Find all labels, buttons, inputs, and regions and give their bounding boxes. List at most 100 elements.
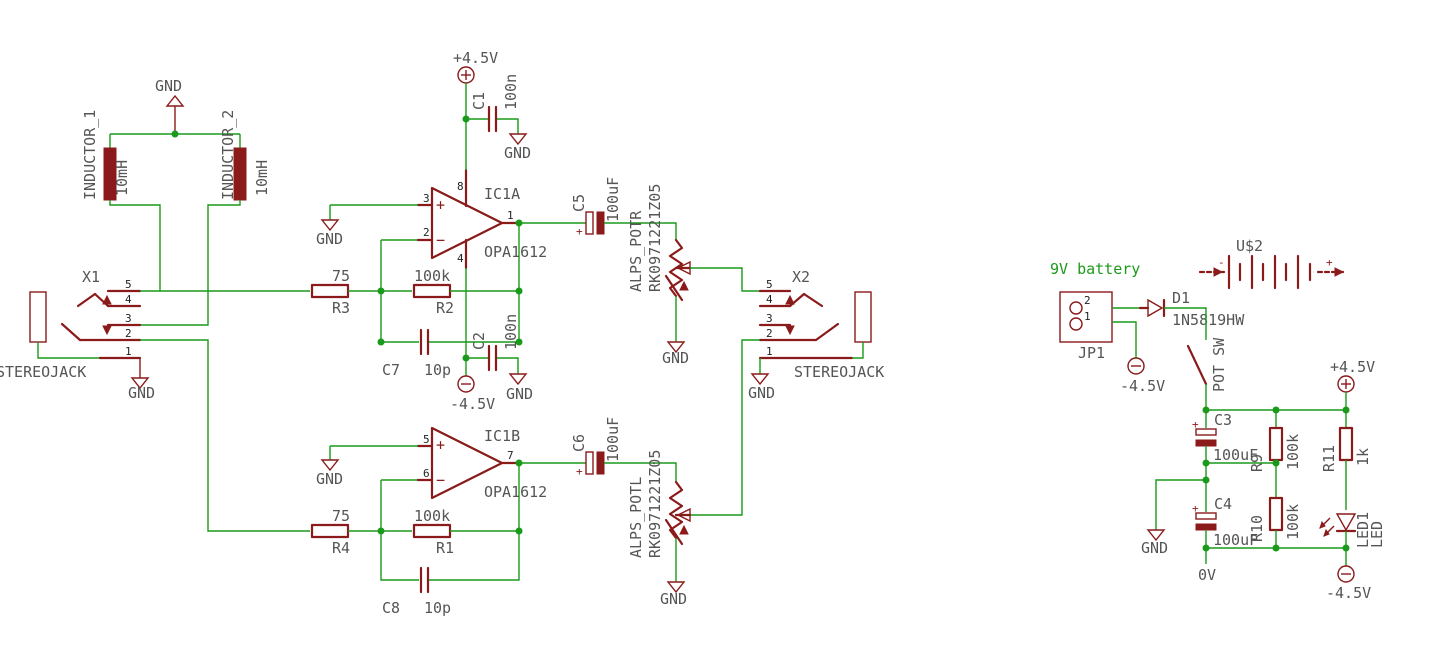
- svg-text:+: +: [576, 465, 583, 478]
- ic1a-pin8: 8: [457, 180, 464, 193]
- capacitor-c1: C1 100n: [470, 74, 520, 133]
- gnd-label: GND: [660, 590, 687, 608]
- potl-part: RK0971221Z05: [646, 450, 664, 558]
- x1-pin3: 3: [125, 312, 132, 325]
- diode-d1: D1 1N5819HW: [1138, 289, 1245, 329]
- capacitor-c6: + C6 100uF: [570, 417, 622, 478]
- led1-type: LED: [1368, 521, 1386, 548]
- pos-rail-top: +4.5V: [453, 49, 498, 84]
- jp1-pin2: 2: [1084, 294, 1091, 307]
- capacitor-c4: + C4 100uF: [1192, 495, 1258, 549]
- c7-label: C7: [382, 361, 400, 379]
- r9-label: R9: [1248, 454, 1266, 472]
- svg-text:−: −: [436, 231, 445, 249]
- x1-pin2: 2: [125, 327, 132, 340]
- led-led1: LED1 LED: [1319, 512, 1386, 548]
- svg-text:+: +: [436, 196, 445, 214]
- ic1a-part: OPA1612: [484, 243, 547, 261]
- jp1-label: JP1: [1078, 344, 1105, 362]
- capacitor-c2: C2 100n: [470, 314, 520, 372]
- x2-pin3: 3: [766, 312, 773, 325]
- c5-value: 100uF: [604, 177, 622, 222]
- inductor2-name: INDUCTOR_2: [219, 110, 237, 200]
- gnd-label: GND: [316, 230, 343, 248]
- ic1a-pin1: 1: [507, 209, 514, 222]
- gnd-label: GND: [662, 349, 689, 367]
- zero-v-label: 0V: [1198, 566, 1216, 584]
- pos-rail-right: +4.5V: [1330, 358, 1375, 393]
- svg-text:+: +: [1326, 256, 1333, 269]
- x2-stereojack-label: STEREOJACK: [794, 363, 884, 381]
- r11-label: R11: [1320, 445, 1338, 472]
- svg-text:+: +: [576, 225, 583, 238]
- stereojack-x1: 5 4 3 2 1 X1 STEREOJACK: [0, 268, 142, 381]
- x1-pin4: 4: [125, 293, 132, 306]
- r10-value: 100k: [1284, 504, 1302, 540]
- ic1a-label: IC1A: [484, 185, 520, 203]
- capacitor-c8: C8 10p: [382, 566, 451, 617]
- inductor1-value: 10mH: [113, 160, 131, 196]
- c7-value: 10p: [424, 361, 451, 379]
- gnd-symbol-c2: GND: [506, 373, 533, 403]
- ic1b-part: OPA1612: [484, 483, 547, 501]
- x2-label: X2: [792, 268, 810, 286]
- ic1b-pin5: 5: [423, 433, 430, 446]
- r2-label: R2: [436, 299, 454, 317]
- r4-value: 75: [332, 507, 350, 525]
- x1-pin5: 5: [125, 278, 132, 291]
- c4-label: C4: [1214, 495, 1232, 513]
- gnd-label: GND: [748, 384, 775, 402]
- c2-value: 100n: [502, 314, 520, 350]
- gnd-symbol-c1: GND: [504, 133, 531, 162]
- gnd-symbol-inductors: GND: [155, 77, 185, 134]
- battery-label: 9V battery: [1050, 260, 1140, 278]
- r4-label: R4: [332, 539, 350, 557]
- ic1a-pin4: 4: [457, 252, 464, 265]
- gnd-label: GND: [316, 470, 343, 488]
- c3-value: 100uF: [1213, 446, 1258, 464]
- ic1b-pin7: 7: [507, 449, 514, 462]
- c8-value: 10p: [424, 599, 451, 617]
- battery-u2: U$2 - +: [1198, 237, 1347, 290]
- us2-label: U$2: [1236, 237, 1263, 255]
- opamp-ic1b: + − 5 6 7 IC1B OPA1612: [416, 426, 547, 501]
- capacitor-c5: + C5 100uF: [570, 177, 622, 238]
- gnd-symbol-potl: GND: [660, 581, 687, 608]
- svg-text:−: −: [436, 471, 445, 489]
- resistor-r9: R9 100k: [1248, 410, 1302, 498]
- x2-pin1: 1: [766, 345, 773, 358]
- jp1-pin1: 1: [1084, 310, 1091, 323]
- led1-label: LED1: [1354, 512, 1372, 548]
- d1-label: D1: [1172, 289, 1190, 307]
- ic1b-pin6: 6: [423, 467, 430, 480]
- capacitor-c7: C7 10p: [382, 328, 451, 379]
- gnd-label: GND: [1141, 539, 1168, 557]
- capacitor-c3: + C3 100uF: [1192, 410, 1258, 464]
- neg-rail-label: -4.5V: [1120, 377, 1165, 395]
- gnd-symbol-potr: GND: [662, 341, 689, 367]
- c4-value: 100uF: [1213, 531, 1258, 549]
- resistor-r1: 100k R1: [412, 507, 454, 557]
- r1-value: 100k: [414, 507, 450, 525]
- resistor-r10: R10 100k: [1248, 496, 1302, 548]
- inductor-1: INDUCTOR_1 10mH: [81, 110, 131, 201]
- r3-value: 75: [332, 267, 350, 285]
- ic1a-pin2: 2: [423, 226, 430, 239]
- connector-jp1: 2 1 JP1: [1059, 291, 1113, 362]
- svg-text:-: -: [1218, 256, 1225, 269]
- r2-value: 100k: [414, 267, 450, 285]
- gnd-symbol-x1: GND: [128, 358, 155, 402]
- potentiometer-right: ALPS_POTR RK0971221Z05: [627, 184, 692, 302]
- r10-label: R10: [1248, 515, 1266, 542]
- x2-pin5: 5: [766, 278, 773, 291]
- stereojack-x2: 5 4 3 2 1 X2 STEREOJACK: [758, 268, 884, 381]
- c8-label: C8: [382, 599, 400, 617]
- neg-rail-jp1: -4.5V: [1120, 357, 1165, 395]
- svg-text:+: +: [1192, 502, 1199, 515]
- r9-value: 100k: [1284, 434, 1302, 470]
- gnd-symbol-power: GND: [1141, 529, 1168, 557]
- x1-pin1: 1: [125, 345, 132, 358]
- c1-value: 100n: [502, 74, 520, 110]
- ic1a-pin3: 3: [423, 192, 430, 205]
- d1-part: 1N5819HW: [1172, 311, 1245, 329]
